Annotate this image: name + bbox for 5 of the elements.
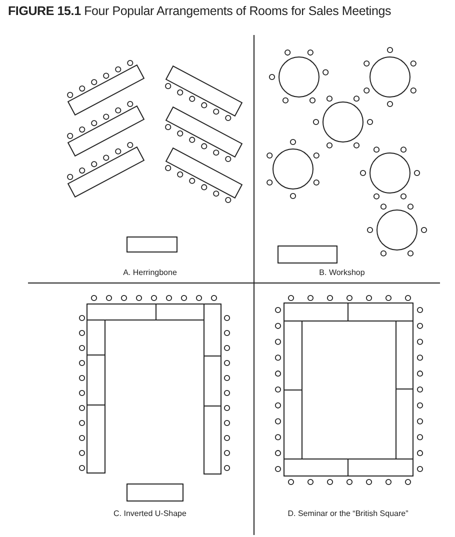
panel-caption: B. Workshop <box>319 268 365 277</box>
panel-caption: A. Herringbone <box>123 268 177 277</box>
panel-caption: C. Inverted U-Shape <box>114 509 186 518</box>
panel-caption: D. Seminar or the “British Square” <box>288 509 408 518</box>
figure-title: FIGURE 15.1 Four Popular Arrangements of Rooms for Sales Meetings <box>8 4 392 18</box>
